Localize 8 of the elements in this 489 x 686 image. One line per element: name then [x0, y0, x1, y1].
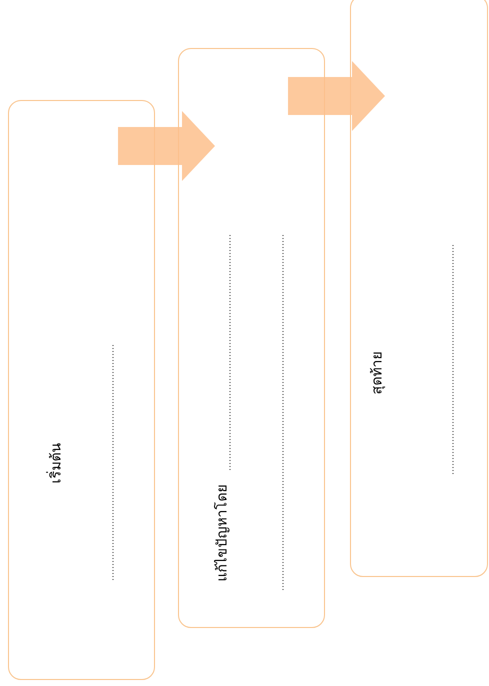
stage-label: สุดท้าย [370, 352, 386, 394]
stage-label: เริ่มต้น [48, 442, 66, 484]
stage-box [350, 0, 488, 577]
stage-box [178, 48, 325, 628]
stage-label: แก้ไขปัญหาโดย [214, 484, 232, 582]
block-arrow [118, 111, 215, 181]
block-arrow [288, 61, 385, 131]
stage-box [8, 100, 155, 680]
